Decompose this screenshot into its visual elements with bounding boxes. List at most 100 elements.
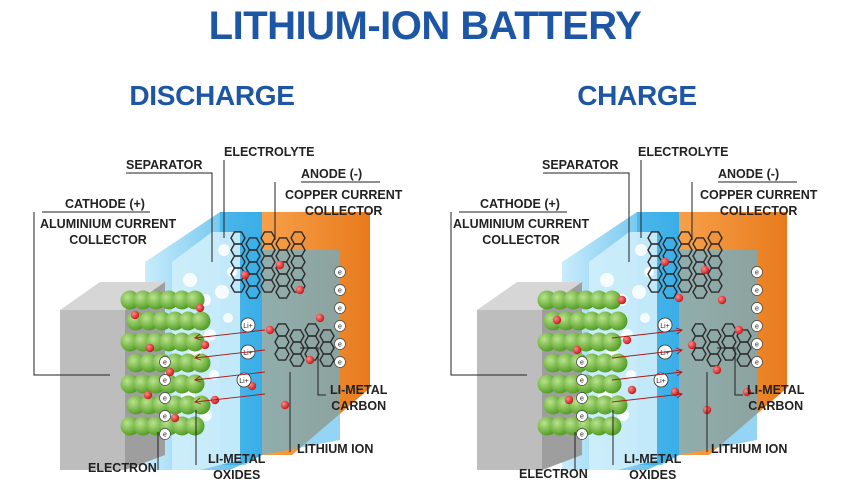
leader-li-metal-carbon [717, 347, 743, 396]
oxide-particle [146, 290, 166, 310]
hexagon [647, 279, 663, 293]
separator-label: SEPARATOR [126, 158, 203, 172]
electron-label: ELECTRON [88, 461, 157, 475]
lithium-ion-dot [742, 387, 752, 397]
carbon-lattice [647, 231, 752, 367]
oxide-particle [120, 416, 140, 436]
electron-symbol: e [338, 306, 342, 313]
electron-marker [334, 302, 346, 314]
electron-symbol: e [580, 432, 584, 439]
electron-marker [751, 356, 763, 368]
oxide-particle [543, 353, 563, 373]
lithium-ions [130, 260, 325, 423]
oxide-particle [550, 290, 570, 310]
oxide-particle [139, 395, 159, 415]
oxide-particle [595, 353, 615, 373]
oxide-particle [120, 374, 140, 394]
oxide-particle [120, 290, 140, 310]
li-ion-symbol: Li+ [660, 350, 670, 357]
lithium-ions [552, 257, 752, 415]
arrow [194, 393, 266, 405]
leader-aluminium [33, 212, 110, 376]
electron-marker [576, 392, 588, 404]
lithium-ion-dot [165, 367, 175, 377]
lithium-ion-dot [627, 385, 637, 395]
oxide-particle [133, 374, 153, 394]
oxide-particle [602, 374, 622, 394]
li-ion-symbol: Li+ [243, 323, 253, 330]
electrolyte-label: ELECTROLYTE [638, 145, 729, 159]
electron-symbol: e [338, 288, 342, 295]
hexagon [691, 347, 707, 361]
lithium-ion-dot [145, 343, 155, 353]
electron-marker [334, 320, 346, 332]
electron-marker [159, 356, 171, 368]
lithium-ion-dot [315, 313, 325, 323]
lithium-ion-dot [687, 340, 697, 350]
oxide-particle [120, 332, 140, 352]
hexagon [319, 353, 335, 367]
oxide-particle [178, 395, 198, 415]
oxide-particle [185, 332, 205, 352]
electron-symbol: e [338, 324, 342, 331]
oxide-particle [172, 374, 192, 394]
electron-symbol: e [755, 270, 759, 277]
lithium-ion-dot [275, 260, 285, 270]
leader-lines [33, 160, 380, 470]
lithium-ion-dot [295, 285, 305, 295]
hexagon [275, 285, 291, 299]
oxide-particle [550, 374, 570, 394]
electrolyte-bubble [204, 329, 216, 341]
hexagon [230, 279, 246, 293]
oxide-particle [191, 395, 211, 415]
oxide-particle [133, 416, 153, 436]
hexagon [274, 347, 290, 361]
electron-marker [334, 356, 346, 368]
electron-marker [751, 320, 763, 332]
aluminium-collector-label: ALUMINIUM CURRENT COLLECTOR [40, 217, 177, 247]
lithium-ion-dot [617, 295, 627, 305]
electron-label: ELECTRON [519, 467, 588, 481]
oxide-particle [159, 290, 179, 310]
metal-oxide-particles [537, 290, 628, 436]
electron-symbol: e [755, 360, 759, 367]
arrow [611, 369, 683, 381]
electron-symbol: e [755, 306, 759, 313]
oxide-particle [602, 332, 622, 352]
anode-label: ANODE (-) [718, 167, 780, 181]
oxide-particle [595, 311, 615, 331]
lithium-ion-label: LITHIUM ION [297, 442, 374, 456]
oxide-particle [159, 332, 179, 352]
li-ion-marker [653, 372, 669, 388]
electron-symbol: e [163, 432, 167, 439]
hexagon [662, 285, 678, 299]
oxide-particle [550, 332, 570, 352]
li-ion-symbol: Li+ [239, 378, 249, 385]
electron-symbol: e [338, 360, 342, 367]
oxide-particle [589, 332, 609, 352]
oxide-particle [537, 332, 557, 352]
electron-marker [334, 284, 346, 296]
lithium-ion-dot [700, 265, 710, 275]
electron-symbol: e [163, 414, 167, 421]
separator-label: SEPARATOR [542, 158, 619, 172]
oxide-particle [550, 416, 570, 436]
hexagon [736, 353, 752, 367]
arrow [611, 327, 683, 339]
lithium-ion-dot [552, 315, 562, 325]
electron-marker [751, 284, 763, 296]
lithium-ion-dot [717, 295, 727, 305]
oxide-particle [563, 290, 583, 310]
oxide-particle [537, 290, 557, 310]
electron-symbol: e [163, 378, 167, 385]
lithium-ion-dot [660, 257, 670, 267]
copper-collector-label: COPPER CURRENT COLLECTOR [700, 188, 818, 218]
electron-symbol: e [755, 288, 759, 295]
li-metal-oxides-label: LI-METAL OXIDES [208, 452, 266, 482]
oxide-particle [582, 353, 602, 373]
lithium-ion-dot [712, 365, 722, 375]
